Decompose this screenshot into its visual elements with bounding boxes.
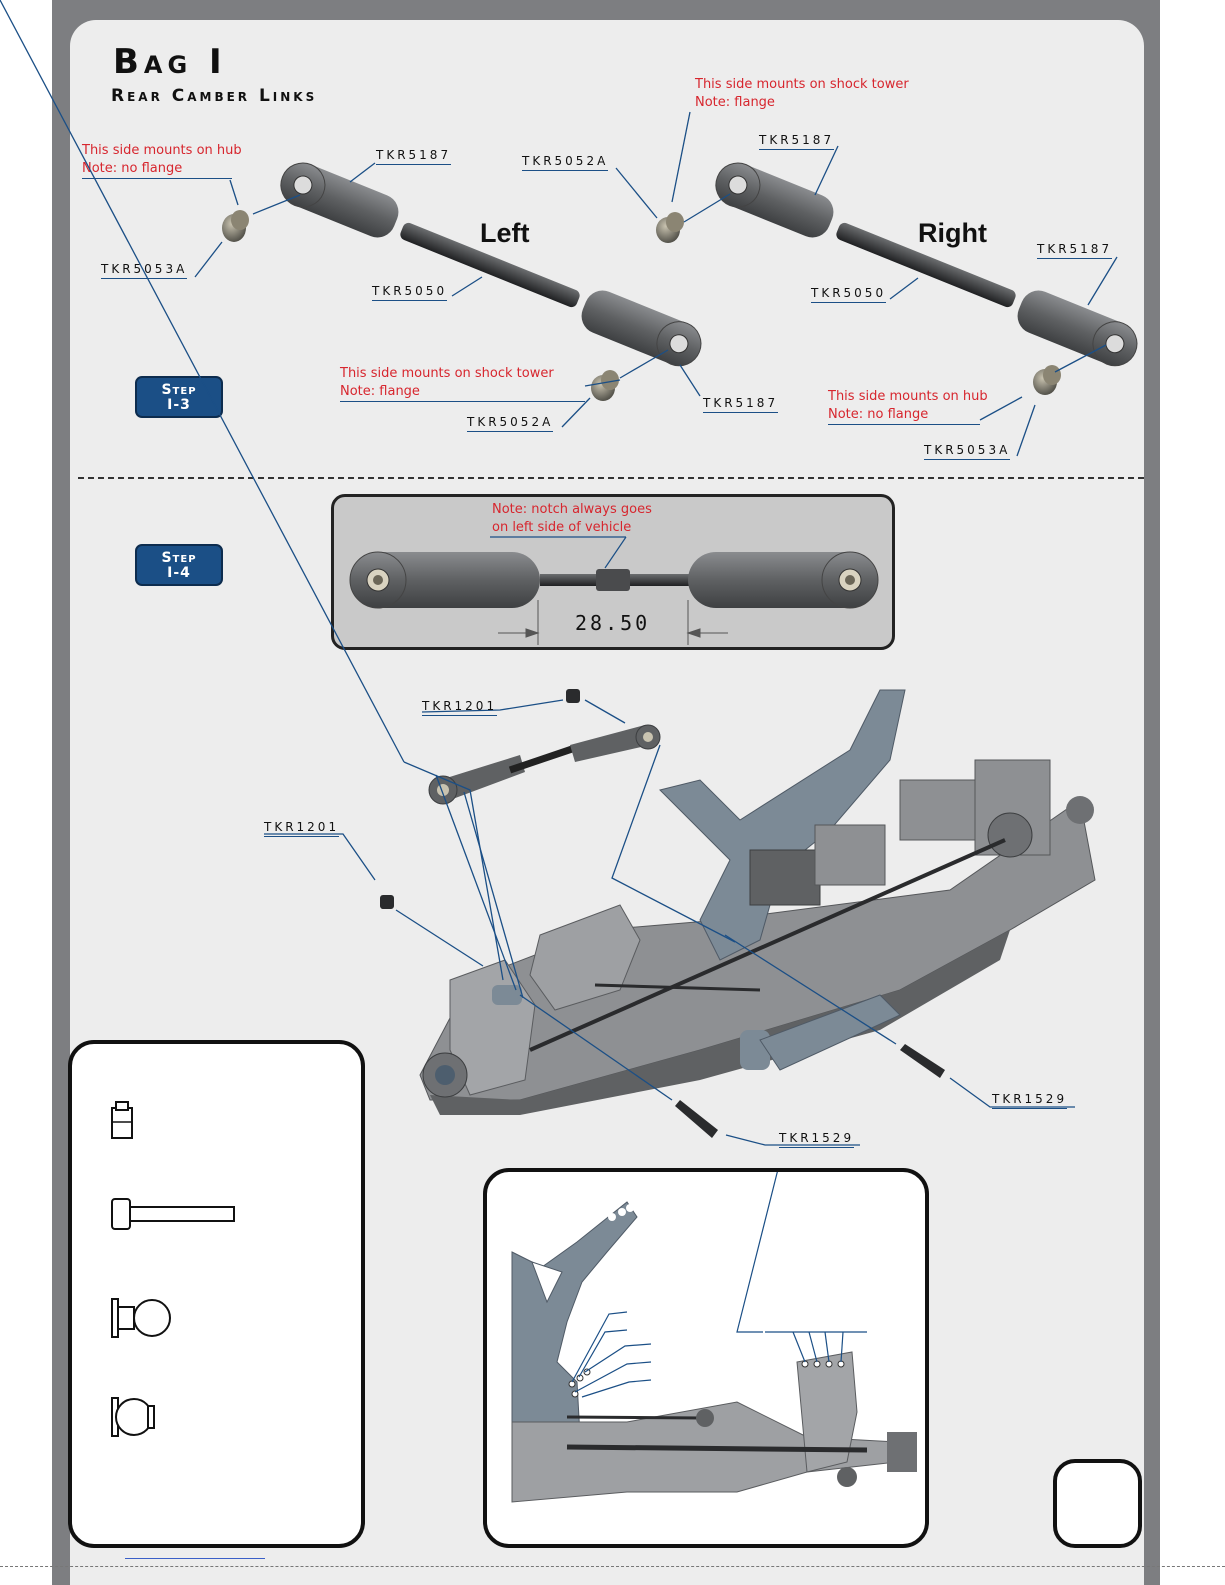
- right-hub-ball: [1033, 365, 1061, 395]
- page-number-box: [1053, 1459, 1142, 1548]
- left-side-label: Left: [480, 218, 530, 248]
- assembly-leader-lines: [0, 0, 1075, 1146]
- screw-bottom-label: TKR1529: [779, 1131, 855, 1148]
- left-tower-note-line2: Note: flange: [340, 384, 420, 399]
- left-hub-note-line1: This side mounts on hub: [82, 143, 242, 158]
- nut-left-label: TKR1201: [264, 820, 340, 837]
- right-tower-ball-label: TKR5052A: [522, 154, 609, 171]
- left-hub-ball: [222, 210, 249, 242]
- nut-parts: [380, 689, 580, 909]
- left-hub-note: This side mounts on hub Note: no flange: [82, 142, 242, 179]
- footer-link-underline: [125, 1558, 265, 1559]
- page-subtitle: Rear Camber Links: [111, 86, 318, 106]
- parts-legend-icons: [111, 1101, 235, 1437]
- step-i-4-badge: Step I-4: [135, 544, 223, 586]
- right-tower-note-line1: This side mounts on shock tower: [695, 77, 909, 92]
- step-i-4-number: I-4: [167, 565, 191, 581]
- locknut-icon: [111, 1101, 133, 1139]
- assembled-link: [349, 551, 879, 609]
- right-tower-note: This side mounts on shock tower Note: fl…: [695, 76, 909, 112]
- notch-note-line2: on left side of vehicle: [492, 520, 632, 535]
- nut-top-label: TKR1201: [422, 699, 498, 716]
- footer-rule: [0, 1566, 1225, 1567]
- mount-hole-leaders: [571, 1172, 867, 1398]
- notch-note-line1: Note: notch always goes: [492, 502, 652, 517]
- shock-tower-detail-illustration: [511, 1172, 917, 1503]
- step-i-3-number: I-3: [167, 397, 191, 413]
- flanged-ball-icon: [111, 1298, 171, 1338]
- right-hub-note-line2: Note: no flange: [828, 407, 929, 422]
- dimension-arrows: [498, 600, 728, 645]
- right-hub-note: This side mounts on hub Note: no flange: [828, 388, 988, 425]
- right-turnbuckle-label: TKR5050: [811, 286, 887, 303]
- right-tower-note-line2: Note: flange: [695, 95, 775, 110]
- step-i-3-badge: Step I-3: [135, 376, 223, 418]
- right-hub-note-line1: This side mounts on hub: [828, 389, 988, 404]
- chassis: [419, 689, 1096, 1115]
- right-rod-end-bottom-label: TKR5187: [1037, 242, 1113, 259]
- left-turnbuckle-label: TKR5050: [372, 284, 448, 301]
- cap-screw-icon: [111, 1198, 235, 1230]
- left-rod-end-top-label: TKR5187: [376, 148, 452, 165]
- page-title: Bag I: [113, 42, 227, 82]
- left-rod-end-bottom-label: TKR5187: [703, 396, 779, 413]
- camber-link-assembled: [428, 724, 661, 805]
- left-tower-ball-label: TKR5052A: [467, 415, 554, 432]
- right-rod-end-bottom: [1017, 290, 1138, 367]
- right-side-label: Right: [918, 218, 987, 248]
- parts-legend-box: [68, 1040, 365, 1548]
- step-i-3-label: Step: [161, 382, 197, 398]
- right-hub-ball-label: TKR5053A: [924, 443, 1011, 460]
- shock-tower-detail-box: [483, 1168, 929, 1548]
- left-turnbuckle: [400, 222, 580, 308]
- ball-icon: [111, 1397, 155, 1437]
- leader-lines: [194, 111, 1118, 457]
- screw-parts: [675, 1044, 945, 1138]
- left-hub-note-line2: Note: no flange: [82, 161, 183, 176]
- left-tower-note-line1: This side mounts on shock tower: [340, 366, 554, 381]
- left-tower-note: This side mounts on shock tower Note: fl…: [340, 365, 585, 402]
- right-turnbuckle: [836, 222, 1016, 308]
- link-length-value: 28.50: [575, 611, 651, 635]
- right-tower-ball: [656, 212, 684, 243]
- right-rod-end-top-label: TKR5187: [759, 133, 835, 150]
- step-i-4-label: Step: [161, 550, 197, 566]
- notch-note: Note: notch always goes on left side of …: [492, 501, 652, 537]
- left-rod-end-bottom: [581, 290, 702, 367]
- screw-right-label: TKR1529: [992, 1092, 1068, 1109]
- left-rod-end-top: [280, 162, 399, 238]
- section-divider: [78, 477, 1144, 479]
